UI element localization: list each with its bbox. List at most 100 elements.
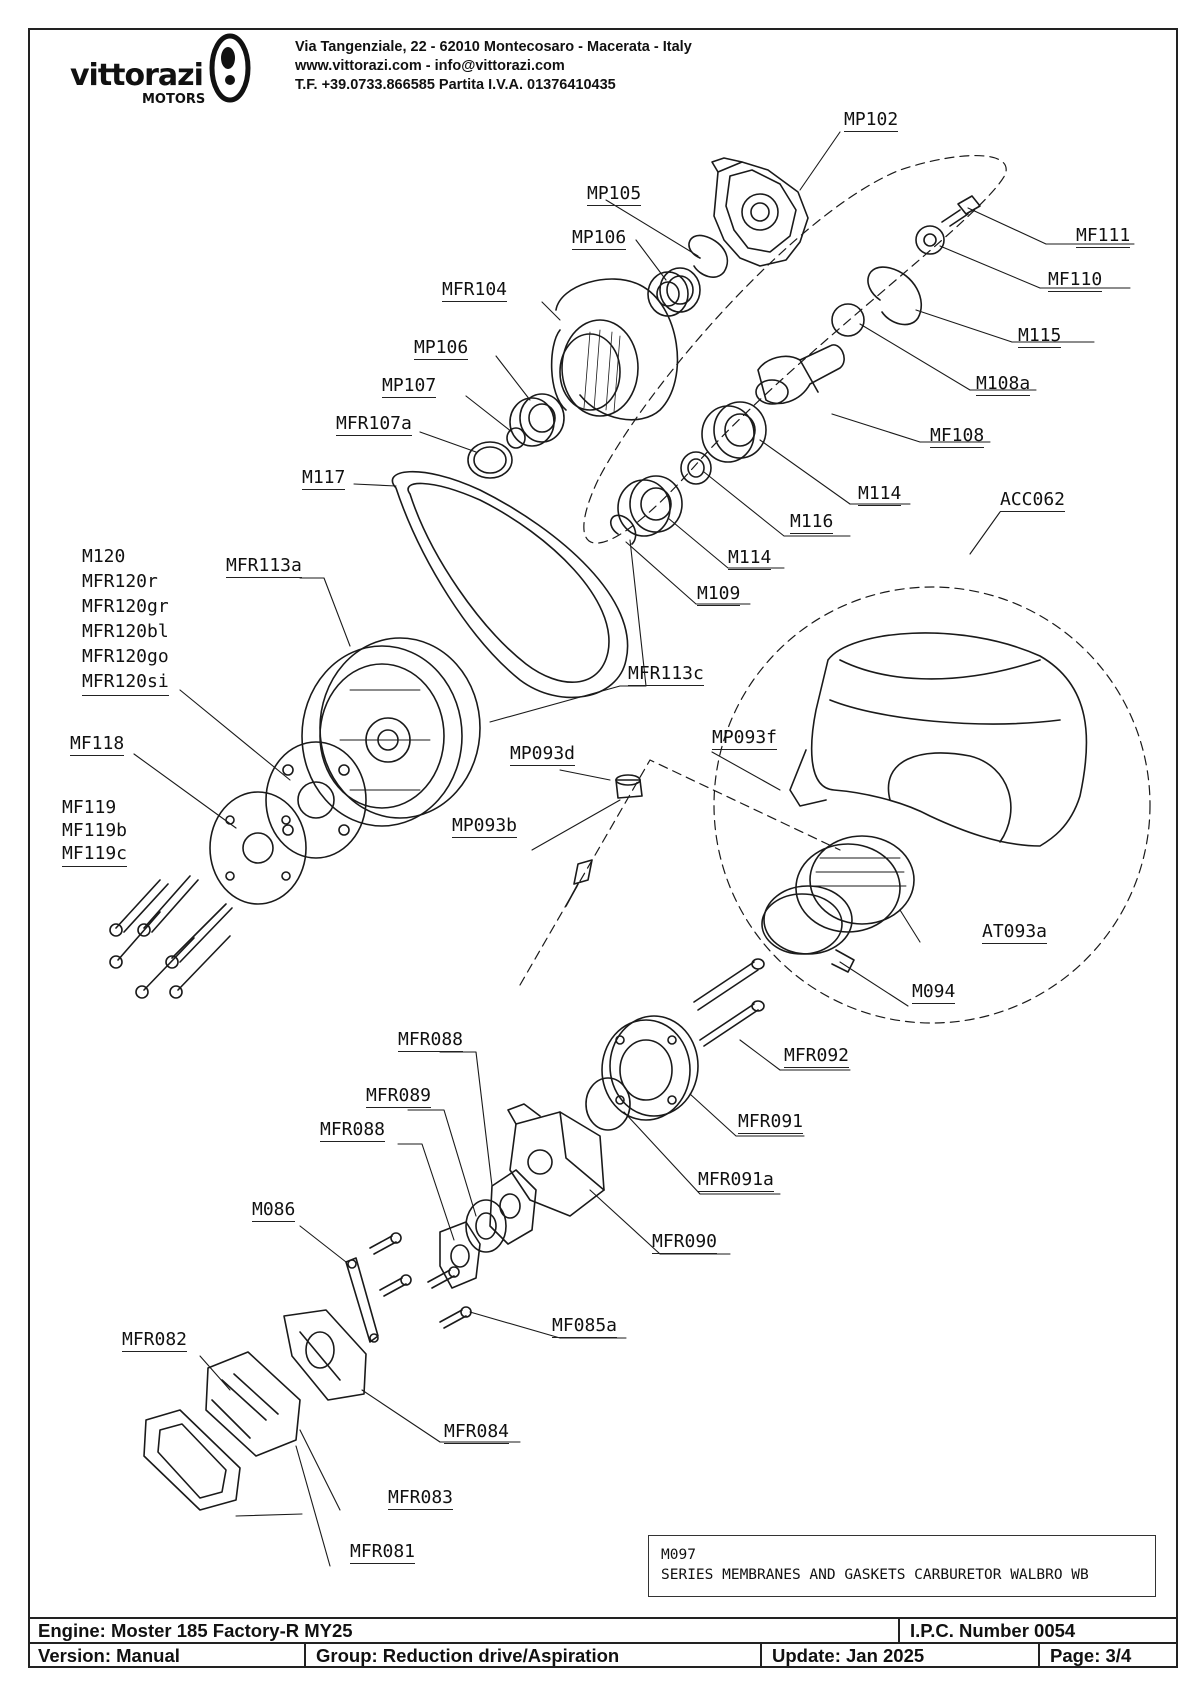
leader-mfr081 [295,1445,331,1567]
hub-flange-part [265,741,367,859]
callout-mfr107a: MFR107a [336,413,412,436]
callout-mfr091: MFR091 [738,1111,804,1134]
company-address: Via Tangenziale, 22 - 62010 Montecosaro … [295,39,692,55]
callout-m108a: M108a [976,373,1031,396]
company-web: www.vittorazi.com - info@vittorazi.com [295,58,565,74]
drive-belt-part [391,470,629,699]
hub-bolts-part [109,875,233,999]
callout-mp105: MP105 [587,183,642,206]
callout-mfr081: MFR081 [350,1541,416,1564]
callout-mfr088-lower: MFR088 [320,1119,386,1142]
shim-ring-part [831,303,865,337]
title-block-row-2: Version: Manual Group: Reduction drive/A… [28,1642,1178,1668]
leader-m117 [353,483,397,487]
spacer-inner [687,458,705,478]
bolt-small-part [941,195,981,227]
title-block: Engine: Moster 185 Factory-R MY25 I.P.C.… [28,1617,1178,1668]
washer-plate-part [209,791,307,905]
leader-mfr090 [589,1189,731,1255]
intake-manifold-part [283,1309,367,1401]
callout-mf108: MF108 [930,425,985,448]
leader-m114-upper [759,439,911,505]
leader-mp107 [465,395,513,433]
breather-fitting-part [615,774,643,799]
small-washer-part [915,225,945,255]
leader-mfr092 [739,1039,851,1071]
bearing-mid-part [509,393,565,447]
intake-spacer-part [601,1015,699,1121]
leader-mp106-mid [495,355,531,401]
screws-part [369,1232,472,1329]
leader-mf110 [939,245,1131,289]
callout-m120-group: M120 MFR120r MFR120gr MFR120bl MFR120go … [82,544,169,696]
pulley-shaft-part [755,344,845,405]
clutch-carrier-part [711,157,809,267]
leader-mfr088-upper [439,1051,493,1187]
logo-mark-icon [209,33,251,103]
leader-m116 [703,471,851,537]
ipc-number-field: I.P.C. Number 0054 [898,1619,1178,1642]
leader-mp102 [799,131,841,191]
leader-m115 [915,309,1095,343]
air-filter-group-outline [713,586,1151,1024]
leader-at093a [899,909,921,943]
leader-mfr083 [299,1429,341,1511]
drawing-frame [28,28,1178,1668]
bearing-top-part [647,267,701,317]
callout-mf085a: MF085a [552,1315,618,1338]
callout-mfr089: MFR089 [366,1085,432,1108]
gasket-lower-part [439,1221,481,1289]
callout-mfr120si: MFR120si [82,669,169,696]
callout-acc062: ACC062 [1000,489,1066,512]
callout-mfr090: MFR090 [652,1231,718,1254]
leader-mfr107a [419,431,477,453]
gasket-upper-part [489,1169,537,1245]
oring-part [585,1077,631,1131]
callout-mfr104: MFR104 [442,279,508,302]
logo-brand-text: vittorazi [70,58,204,93]
update-field: Update: Jan 2025 [760,1644,1038,1668]
callout-m114-upper: M114 [858,483,902,506]
leader-mf108 [831,413,991,443]
callout-m114-lower: M114 [728,547,772,570]
callout-mf119: MF119 [62,797,117,818]
leader-mp105 [605,199,699,257]
vittorazi-logo: vittorazi MOTORS [70,30,251,110]
callout-mfr092: MFR092 [784,1045,850,1068]
leader-m086 [299,1225,347,1263]
callout-m086: M086 [252,1199,296,1222]
callout-mf111: MF111 [1076,225,1131,248]
bearing-lower-part [617,475,683,537]
callout-mfr120bl: MFR120bl [82,621,169,642]
callout-mfr120go: MFR120go [82,646,169,667]
callout-m116: M116 [790,511,834,534]
spacer-part [680,451,712,485]
filter-adapter-part [795,835,915,933]
leader-mfr091a [623,1111,781,1195]
bracket-part [345,1257,379,1343]
callout-mfr120gr: MFR120gr [82,596,169,617]
air-filter-part [789,632,1088,847]
callout-mp107: MP107 [382,375,437,398]
version-field: Version: Manual [38,1645,180,1666]
base-gasket-part [143,1409,241,1511]
leader-mp106-top [635,239,667,281]
callout-m109: M109 [697,583,741,606]
page-field: Page: 3/4 [1038,1644,1178,1668]
leader-mfr113c [489,539,647,723]
large-circlip-part [867,266,923,326]
leader-mp093b [531,799,621,851]
small-washer-hole [923,233,937,247]
callout-mp093b: MP093b [452,815,518,838]
callout-m094: M094 [912,981,956,1004]
reed-valve-part [205,1351,301,1457]
axis-line [519,759,841,986]
long-bolts-part [693,958,765,1047]
logo-sub-text: MOTORS [142,92,206,107]
spacer-plate-part [465,1199,507,1253]
washer-part [506,427,526,449]
snap-ring-part [610,514,637,545]
leader-mfr104 [541,301,561,321]
company-phone: T.F. +39.0733.866585 Partita I.V.A. 0137… [295,77,616,93]
